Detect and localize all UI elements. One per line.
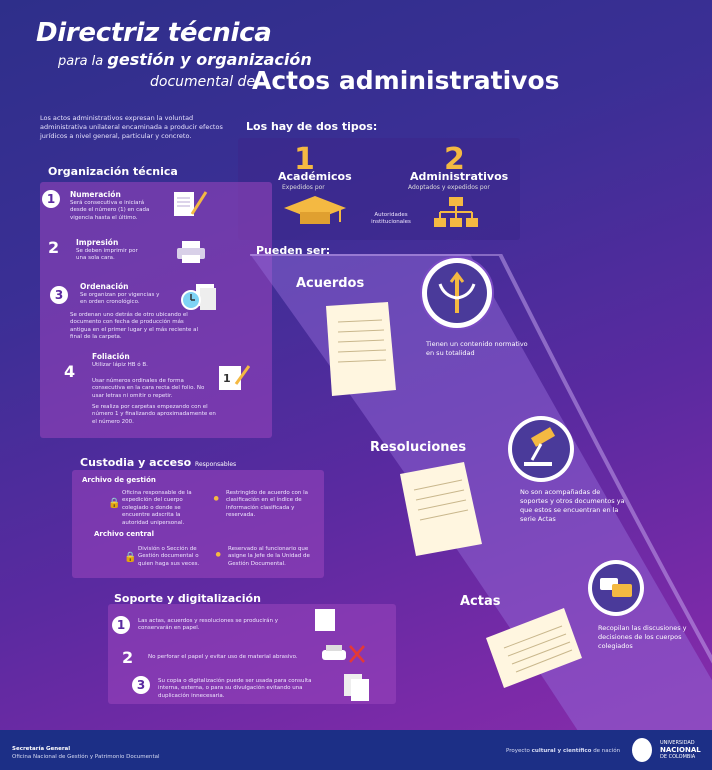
archivo-central-title: Archivo central xyxy=(94,530,155,538)
subtitle-big: Actos administrativos xyxy=(252,66,560,95)
step-title: Impresión xyxy=(76,238,119,247)
pencil-document-icon xyxy=(174,191,208,216)
lock-icon: 🔒 xyxy=(108,498,121,509)
logo-line1: UNIVERSIDAD xyxy=(660,740,695,746)
tipo-number: 1 xyxy=(294,142,315,177)
logo-line2: NACIONAL xyxy=(660,746,701,754)
step-text: Se organizan por vigencias y en orden cr… xyxy=(80,292,160,306)
step-title: Foliación xyxy=(92,352,130,361)
acuerdos-desc: Tienen un contenido normativo en su tota… xyxy=(426,340,528,358)
organizacion-title: Organización técnica xyxy=(48,165,178,178)
soporte-text: Su copia o digitalización puede ser usad… xyxy=(158,678,312,699)
printer-icon xyxy=(177,241,205,263)
gestion-acceso: Restringido de acuerdo con la clasificac… xyxy=(226,490,309,519)
resoluciones-desc: No son acompañadas de soportes y otros d… xyxy=(520,488,625,524)
subtitle-main: gestión y organización xyxy=(107,50,312,69)
custodia-panel: Archivo de gestión 🔒 Oficina responsable… xyxy=(72,470,324,578)
tipo-number: 2 xyxy=(444,142,465,177)
step-number: 3 xyxy=(50,286,68,304)
gestion-responsable: Oficina responsable de la expedición del… xyxy=(122,490,192,526)
subtitle-prefix: para la xyxy=(58,54,104,69)
soporte-text: Las actas, acuerdos y resoluciones se pr… xyxy=(138,618,279,632)
university-seal-icon xyxy=(632,738,652,762)
custodia-title-main: Custodia y acceso xyxy=(80,456,192,469)
step-text-2: Se ordenan uno detrás de otro ubicando e… xyxy=(70,312,198,341)
slogan-pre: Proyecto xyxy=(506,748,530,754)
step-text: Utilizar lápiz HB ó B. xyxy=(92,362,148,368)
tipos-middle-note: Autoridades institucionales xyxy=(371,212,411,226)
pueden-ser-title: Pueden ser: xyxy=(256,244,331,257)
step-number: 2 xyxy=(48,238,60,257)
footer-bar xyxy=(0,730,712,770)
no-perforator-icon xyxy=(322,645,365,663)
clock-documents-icon xyxy=(181,284,216,310)
soporte-title: Soporte y digitalización xyxy=(114,592,261,605)
tipo-sub: Expedidos por xyxy=(282,184,325,191)
key-icon: ⚫ xyxy=(214,550,223,561)
step-text: Será consecutiva e iniciará desde el núm… xyxy=(70,200,150,221)
central-responsable: División o Sección de Gestión documental… xyxy=(138,546,200,567)
org-chart-icon xyxy=(434,197,478,227)
step-number: 3 xyxy=(132,676,150,694)
footer-org-name: Secretaría General xyxy=(12,746,71,752)
copies-icon xyxy=(344,674,369,701)
tipo-sub: Adoptados y expedidos por xyxy=(408,184,490,191)
document-icon xyxy=(315,609,335,631)
step-number: 4 xyxy=(64,362,76,381)
step-number: 2 xyxy=(122,648,134,667)
graduation-cap-icon xyxy=(284,196,346,224)
step-title: Numeración xyxy=(70,190,121,199)
custodia-title: Custodia y acceso Responsables xyxy=(80,456,236,469)
document-illustration xyxy=(400,462,482,556)
intro-text: Los actos administrativos expresan la vo… xyxy=(40,114,223,141)
university-logo-text: UNIVERSIDAD NACIONAL DE COLOMBIA xyxy=(660,740,701,760)
document-illustration xyxy=(326,302,396,396)
tipo-label: Administrativos xyxy=(410,170,509,183)
gavel-icon xyxy=(508,416,574,482)
diverging-arrows-icon xyxy=(420,256,494,330)
document-illustration xyxy=(486,608,582,688)
soporte-panel: 1 Las actas, acuerdos y resoluciones se … xyxy=(108,604,396,704)
footer-slogan: Proyecto cultural y científico de nación xyxy=(506,748,620,754)
logo-line3: DE COLOMBIA xyxy=(660,754,696,761)
key-icon: ⚫ xyxy=(212,494,221,505)
organizacion-panel: 1 Numeración Será consecutiva e iniciará… xyxy=(40,182,272,438)
svg-text:1: 1 xyxy=(223,372,231,385)
subtitle-line2: documental de xyxy=(150,74,256,90)
tipos-panel: 1 Académicos Expedidos por Autoridades i… xyxy=(238,138,520,240)
page-subtitle-line1: para la gestión y organización xyxy=(58,50,312,69)
tipo-label: Académicos xyxy=(278,170,352,183)
step-number: 1 xyxy=(42,190,60,208)
actas-label: Actas xyxy=(460,594,501,609)
actas-desc: Recopilan las discusiones y decisiones d… xyxy=(598,624,687,651)
step-text-2: Usar números ordinales de forma consecut… xyxy=(92,378,205,399)
acuerdos-label: Acuerdos xyxy=(296,276,365,291)
step-title: Ordenación xyxy=(80,282,129,291)
tipos-title: Los hay de dos tipos: xyxy=(246,120,378,133)
resoluciones-label: Resoluciones xyxy=(370,440,467,455)
footer-org: Secretaría General Oficina Nacional de G… xyxy=(12,746,160,761)
footer-office: Oficina Nacional de Gestión y Patrimonio… xyxy=(12,753,160,760)
custodia-title-suffix: Responsables xyxy=(195,461,237,468)
slogan-bold: cultural y científico xyxy=(531,748,592,754)
central-acceso: Reservado al funcionario que asigne la J… xyxy=(228,546,310,567)
step-text-3: Se realiza por carpetas empezando con el… xyxy=(92,404,216,425)
lock-icon: 🔒 xyxy=(124,552,137,563)
step-text: Se deben imprimir por una sola cara. xyxy=(76,248,138,262)
soporte-text: No perforar el papel y evitar uso de mat… xyxy=(148,654,298,660)
speech-bubbles-icon xyxy=(588,560,644,616)
slogan-post: de nación xyxy=(593,748,621,754)
pencil-number-icon: 1 xyxy=(219,365,250,390)
page-title: Directriz técnica xyxy=(36,18,272,48)
archivo-gestion-title: Archivo de gestión xyxy=(82,476,156,484)
step-number: 1 xyxy=(112,616,130,634)
